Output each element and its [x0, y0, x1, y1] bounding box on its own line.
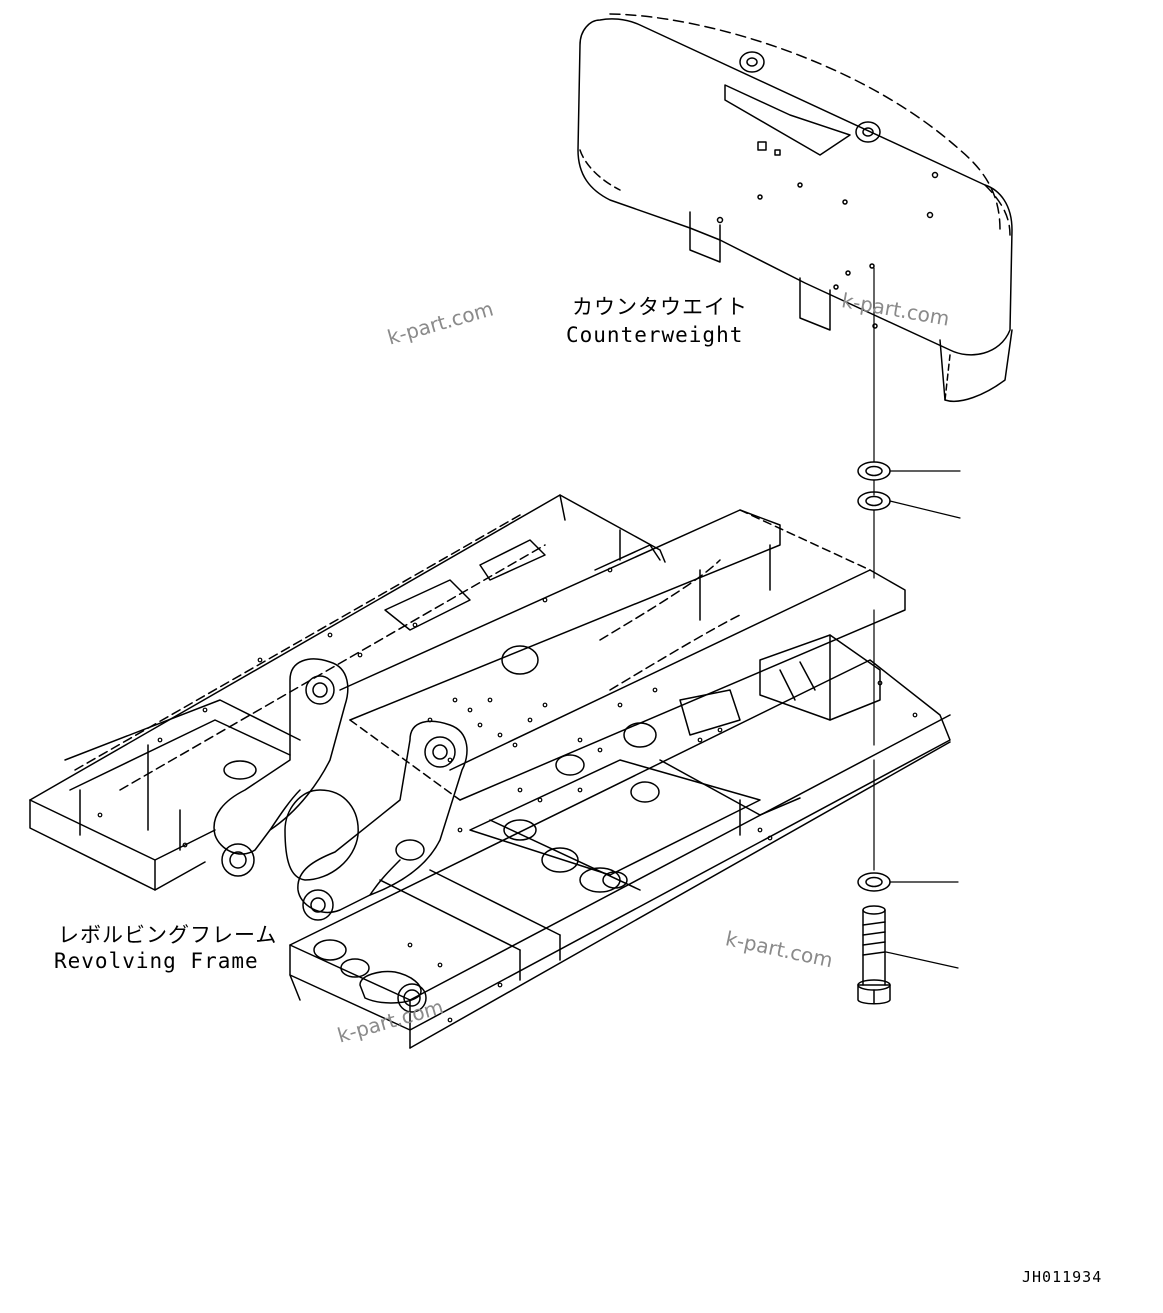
revolving-frame-label-en: Revolving Frame	[54, 949, 259, 973]
washer-lower	[857, 872, 891, 892]
washer-upper-1	[857, 461, 891, 481]
revolving-frame-label-jp: レボルビングフレーム	[58, 923, 278, 947]
counterweight-part	[577, 13, 1013, 402]
leader-lines	[885, 470, 961, 969]
counterweight-label-en: Counterweight	[566, 323, 744, 347]
frame-holes	[97, 567, 918, 1023]
bolt	[857, 905, 891, 1005]
drawing-code: JH011934	[1022, 1268, 1103, 1286]
revolving-frame-part	[29, 494, 951, 1049]
counterweight-label-jp: カウンタウエイト	[572, 295, 748, 319]
